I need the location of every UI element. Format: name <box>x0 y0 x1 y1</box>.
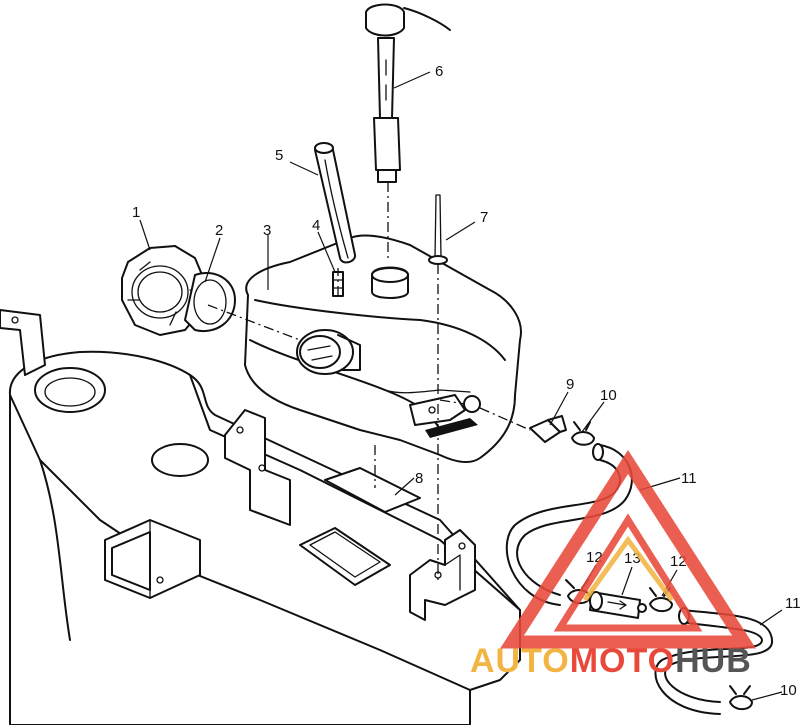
tank-pad <box>324 467 421 513</box>
hose-clamp-10a <box>571 421 595 446</box>
outlet-fitting <box>529 415 567 443</box>
fuel-gauge <box>365 3 451 183</box>
hose-clamp-12b <box>649 587 673 613</box>
leader-lines <box>139 71 783 701</box>
callout-labels: 1 2 3 4 5 6 7 8 9 10 11 12 13 12 11 10 <box>132 63 800 699</box>
callout-10-upper: 10 <box>600 387 617 404</box>
callout-1: 1 <box>132 204 140 221</box>
fuel-filter <box>589 591 647 619</box>
callout-2: 2 <box>215 222 223 239</box>
callout-5: 5 <box>275 147 283 164</box>
callout-9: 9 <box>566 376 574 393</box>
watermark-logo <box>500 450 756 649</box>
watermark-text: AUTOMOTOHUB <box>470 642 752 680</box>
alignment-lines <box>207 182 531 580</box>
hose-clamp-10b <box>729 685 753 711</box>
callout-3: 3 <box>263 222 271 239</box>
svg-text:AUTOMOTOHUB: AUTOMOTOHUB <box>470 642 752 680</box>
fuel-cap <box>121 245 206 336</box>
callout-10-lower: 10 <box>780 682 797 699</box>
callout-7: 7 <box>480 209 488 226</box>
watermark-text-auto: AUTO <box>470 642 570 680</box>
callout-11-upper: 11 <box>681 470 697 487</box>
callout-4: 4 <box>312 217 320 234</box>
callout-11-lower: 11 <box>785 595 800 612</box>
vent-hose <box>314 142 356 264</box>
watermark-text-moto: MOTO <box>570 642 675 680</box>
vent-fitting <box>332 271 344 297</box>
fuel-line-upper <box>505 443 633 606</box>
fuel-tank <box>244 234 522 463</box>
callout-8: 8 <box>415 470 423 487</box>
frame-chassis <box>0 309 521 725</box>
cap-gasket <box>184 272 236 333</box>
probe <box>428 194 448 265</box>
watermark-text-hub: HUB <box>675 642 752 680</box>
callout-6: 6 <box>435 63 443 80</box>
